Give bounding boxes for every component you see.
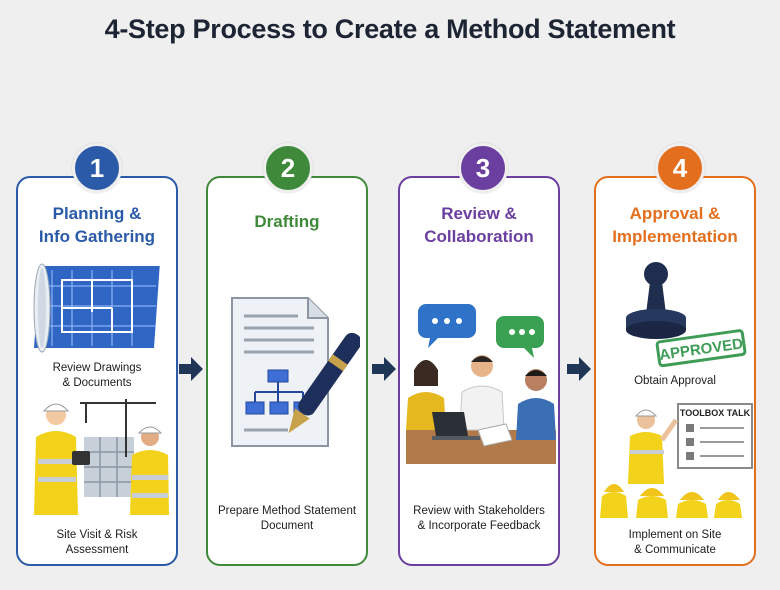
- step-2-title: Drafting: [254, 212, 320, 231]
- blueprint-icon: [33, 263, 160, 353]
- site-visit-caption: Site Visit & Risk Assessment: [56, 529, 138, 556]
- review-stakeholders-caption: Review with Stakeholders & Incorporate F…: [413, 505, 545, 532]
- step-4-card: Approval & Implementation APPROVED Obtai…: [594, 176, 756, 566]
- arrow-right-icon: [372, 357, 396, 381]
- step-4-badge: 4: [655, 143, 705, 193]
- toolbox-talk-text: TOOLBOX TALK: [680, 408, 751, 418]
- step-3-card: Review & Collaboration Review with Stake…: [398, 176, 560, 566]
- prepare-document-caption: Prepare Method Statement Document: [217, 505, 357, 532]
- step-4-title: Approval & Implementation: [612, 204, 738, 246]
- step-1-title: Planning & Info Gathering: [38, 204, 156, 246]
- step-2-card: Drafting Prepare Method Statement Docume…: [206, 176, 368, 566]
- arrow-right-icon: [179, 357, 203, 381]
- step-2-badge: 2: [263, 143, 313, 193]
- step-3-title: Review & Collaboration: [424, 204, 534, 246]
- step-1-card: Planning & Info Gathering Review Drawing…: [16, 176, 178, 566]
- arrow-right-icon: [567, 357, 591, 381]
- document-pen-icon: [231, 297, 360, 447]
- page-title: 4-Step Process to Create a Method Statem…: [104, 14, 676, 44]
- toolbox-talk-icon: TOOLBOX TALK: [600, 403, 753, 518]
- implement-site-caption: Implement on Site & Communicate: [628, 529, 722, 556]
- step-3-badge: 3: [458, 143, 508, 193]
- review-drawings-caption: Review Drawings & Documents: [52, 362, 142, 389]
- step-1-badge: 1: [72, 143, 122, 193]
- approval-stamp-icon: APPROVED: [626, 262, 747, 368]
- meeting-chat-icon: [406, 304, 556, 464]
- obtain-approval-caption: Obtain Approval: [634, 375, 716, 387]
- crane-workers-icon: [34, 399, 169, 515]
